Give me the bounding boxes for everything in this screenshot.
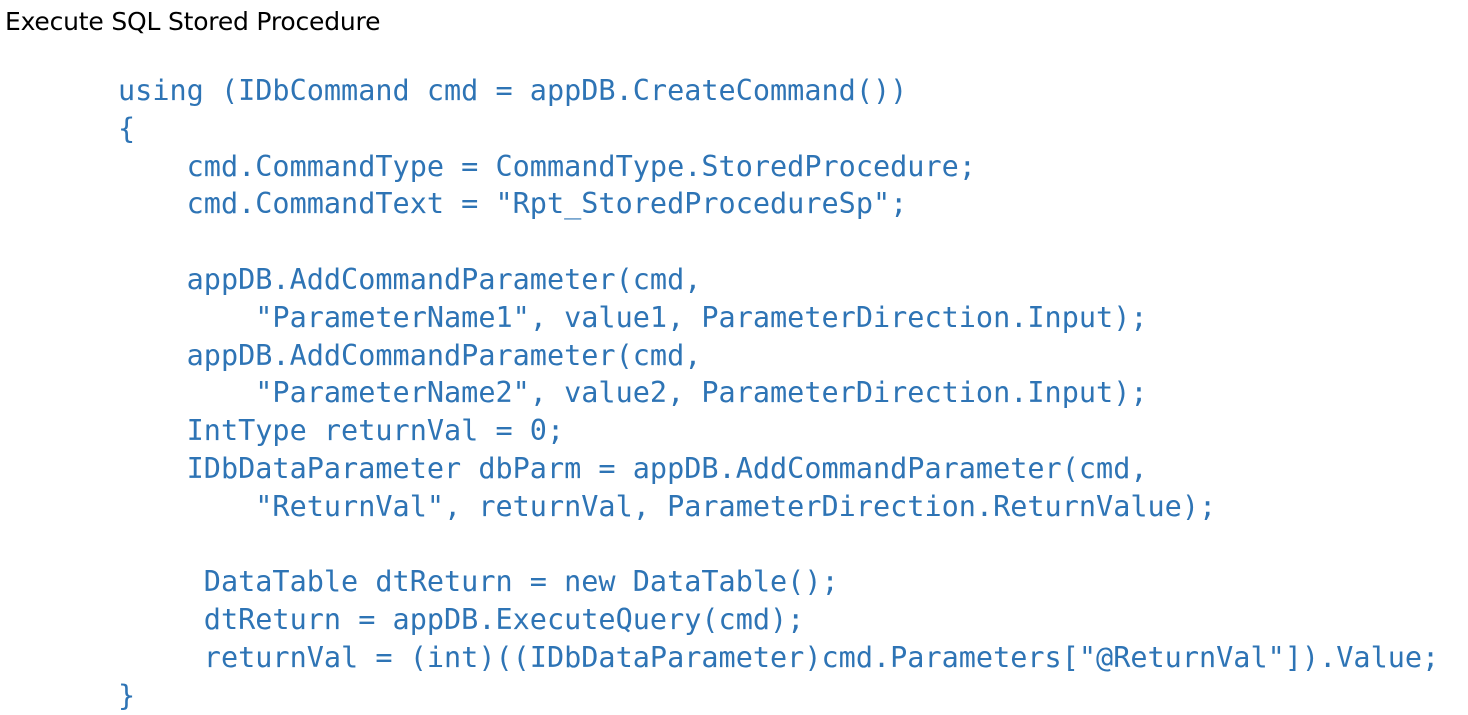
code-line: appDB.AddCommandParameter(cmd, <box>118 338 702 372</box>
code-line: } <box>118 678 136 712</box>
code-line: "ParameterName1", value1, ParameterDirec… <box>118 300 1148 334</box>
page-title: Execute SQL Stored Procedure <box>5 7 381 36</box>
code-line: IDbDataParameter dbParm = appDB.AddComma… <box>118 451 1148 485</box>
code-line: "ParameterName2", value2, ParameterDirec… <box>118 376 1148 410</box>
code-line: "ReturnVal", returnVal, ParameterDirecti… <box>118 489 1217 523</box>
code-line: using (IDbCommand cmd = appDB.CreateComm… <box>118 74 908 107</box>
code-line: DataTable dtReturn = new DataTable(); <box>118 565 839 599</box>
code-line-blank <box>118 526 1468 564</box>
code-line: appDB.AddCommandParameter(cmd, <box>118 262 702 296</box>
code-line-blank <box>118 223 1468 261</box>
code-block: using (IDbCommand cmd = appDB.CreateComm… <box>118 72 1468 715</box>
document-page: Execute SQL Stored Procedure using (IDbC… <box>5 7 1440 712</box>
code-line: returnVal = (int)((IDbDataParameter)cmd.… <box>118 640 1440 674</box>
code-line: dtReturn = appDB.ExecuteQuery(cmd); <box>118 603 805 637</box>
code-line: IntType returnVal = 0; <box>118 414 565 448</box>
code-line: cmd.CommandType = CommandType.StoredProc… <box>118 149 976 183</box>
code-line: { <box>118 111 136 145</box>
code-line: cmd.CommandText = "Rpt_StoredProcedureSp… <box>118 187 908 221</box>
